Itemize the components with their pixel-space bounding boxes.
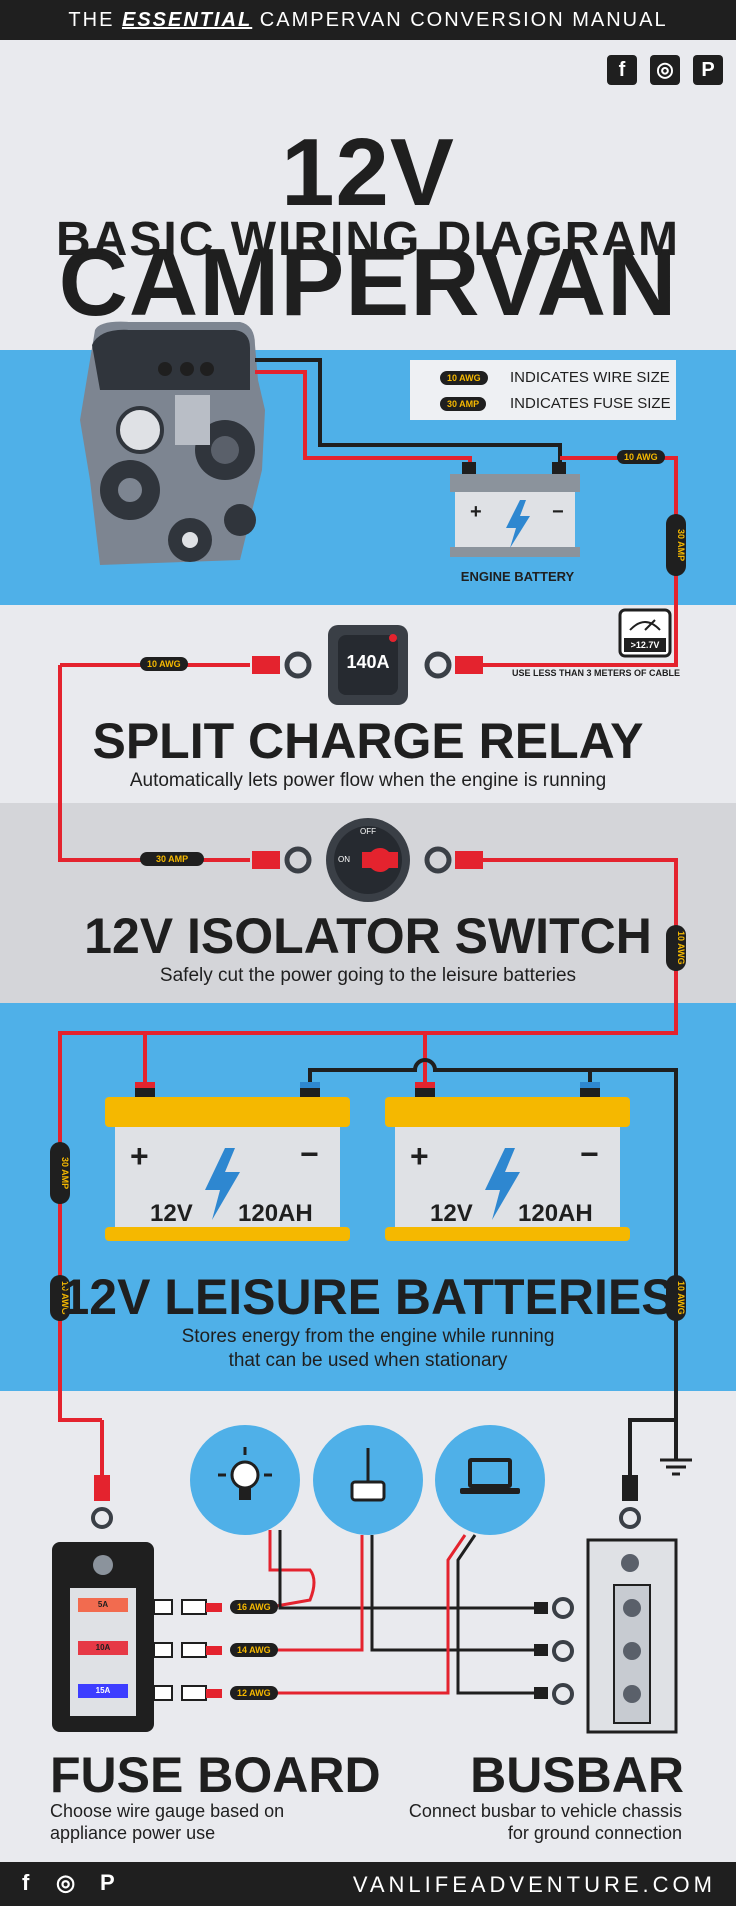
voltmeter-reading: >12.7V (630, 640, 660, 650)
wire-label: 10 AWG (140, 657, 188, 671)
svg-text:+: + (470, 501, 482, 523)
fuse-label: 30 AMP (140, 852, 205, 866)
isolator-switch-icon (326, 818, 410, 902)
cable-note: USE LESS THAN 3 METERS OF CABLE (511, 668, 680, 678)
engine-icon (80, 321, 265, 565)
wire-label: 10 AWG (666, 925, 686, 971)
legend-fuse-text: INDICATES FUSE SIZE (510, 395, 671, 412)
fuse-board-description-1: Choose wire gauge based on (50, 1801, 285, 1821)
footer-pinterest-icon[interactable]: P (100, 1870, 115, 1895)
isolator-on-label: ON (338, 855, 350, 864)
fuse-board-heading: FUSE BOARD (50, 1747, 381, 1803)
legend-wire-pill: 10 AWG (440, 371, 488, 385)
fuse-15a: 15A (78, 1684, 128, 1698)
fuse-board-description-2: appliance power use (50, 1823, 216, 1843)
page-subtitle: BASIC WIRING DIAGRAM (56, 213, 680, 266)
footer-url[interactable]: VANLIFEADVENTURE.COM (352, 1872, 716, 1897)
leisure-1-voltage: 12V (150, 1200, 193, 1227)
facebook-icon[interactable]: f (607, 55, 637, 85)
leisure-description-1: Stores energy from the engine while runn… (181, 1326, 555, 1347)
leisure-description-2: that can be used when stationary (228, 1350, 508, 1371)
header-bar: THE ESSENTIAL CAMPERVAN CONVERSION MANUA… (0, 0, 736, 40)
header-emphasis: ESSENTIAL (121, 9, 253, 31)
page-title: 12V CAMPERVAN (58, 119, 678, 336)
footer-bar (0, 1862, 736, 1906)
busbar-icon (534, 1538, 678, 1734)
wire-label: 14 AWG (230, 1643, 278, 1657)
fuse-5a: 5A (78, 1598, 128, 1612)
engine-battery-icon: + − (450, 462, 580, 557)
leisure-1-minus: − (300, 1136, 319, 1172)
leisure-2-voltage: 12V (430, 1200, 473, 1227)
footer-instagram-icon[interactable]: ◎ (56, 1870, 76, 1895)
isolator-description: Safely cut the power going to the leisur… (159, 965, 577, 986)
wire-label: 10 AWG (617, 450, 665, 464)
leisure-heading: 12V LEISURE BATTERIES (61, 1269, 675, 1325)
wire-label: 10 AWG (666, 1275, 686, 1321)
ground-icon (660, 1458, 692, 1476)
fuse-label: 30 AMP (666, 514, 686, 576)
relay-value: 140A (346, 652, 390, 672)
leisure-battery-1 (105, 1082, 350, 1241)
busbar-description-2: for ground connection (507, 1823, 682, 1843)
wire-label: 10 AWG (50, 1275, 70, 1321)
busbar-description-1: Connect busbar to vehicle chassis (408, 1801, 682, 1821)
relay-heading: SPLIT CHARGE RELAY (92, 713, 644, 769)
fuse-label: 30 AMP (50, 1142, 70, 1204)
legend: 10 AWG INDICATES WIRE SIZE 30 AMP INDICA… (410, 360, 676, 420)
svg-text:−: − (552, 501, 564, 523)
leisure-2-plus: + (410, 1138, 429, 1174)
isolator-heading: 12V ISOLATOR SWITCH (84, 908, 652, 964)
engine-battery-label: ENGINE BATTERY (460, 569, 575, 584)
busbar-heading: BUSBAR (470, 1747, 684, 1803)
isolator-off-label: OFF (360, 827, 376, 836)
pinterest-icon[interactable]: P (693, 55, 723, 85)
header-suffix: CAMPERVAN CONVERSION MANUAL (259, 9, 668, 31)
legend-wire-text: INDICATES WIRE SIZE (510, 369, 670, 386)
leisure-1-capacity: 120AH (238, 1200, 313, 1227)
header-prefix: THE (68, 9, 115, 31)
instagram-icon[interactable]: ◎ (650, 55, 680, 85)
leisure-2-minus: − (580, 1136, 599, 1172)
relay-description: Automatically lets power flow when the e… (129, 770, 607, 791)
leisure-battery-2 (385, 1082, 630, 1241)
wire-label: 16 AWG (230, 1600, 278, 1614)
wire-label: 12 AWG (230, 1686, 278, 1700)
fuse-10a: 10A (78, 1641, 128, 1655)
leisure-2-capacity: 120AH (518, 1200, 593, 1227)
legend-fuse-pill: 30 AMP (440, 397, 487, 411)
fuse-board-icon (52, 1542, 222, 1732)
footer-facebook-icon[interactable]: f (22, 1870, 30, 1895)
split-charge-relay-icon (328, 625, 408, 705)
leisure-1-plus: + (130, 1138, 149, 1174)
voltmeter-icon (618, 608, 672, 658)
